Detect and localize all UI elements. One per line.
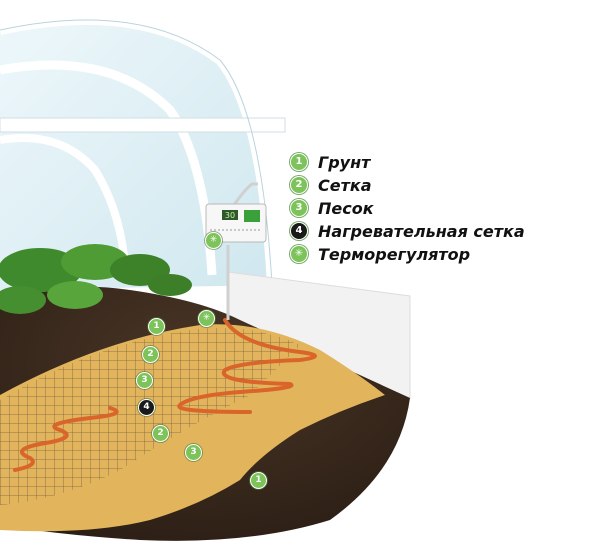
marker-mesh-upper: 2 bbox=[142, 346, 159, 363]
legend-label: Нагревательная сетка bbox=[318, 221, 525, 241]
marker-thermostat-box: ✳ bbox=[205, 232, 222, 249]
legend-marker-3: 3 bbox=[290, 199, 308, 217]
legend-label: Терморегулятор bbox=[318, 244, 471, 264]
legend-item-sand: 3 Песок bbox=[290, 198, 525, 218]
marker-soil-upper: 1 bbox=[148, 318, 165, 335]
legend-label: Песок bbox=[318, 198, 374, 218]
strawberry-plants bbox=[0, 244, 192, 314]
marker-sand-upper: 3 bbox=[136, 372, 153, 389]
thermostat-display: 30 bbox=[225, 211, 235, 220]
legend-item-thermostat: ✳ Терморегулятор bbox=[290, 244, 525, 264]
marker-sand-lower: 3 bbox=[185, 444, 202, 461]
legend-label: Грунт bbox=[318, 152, 371, 172]
legend-marker-2: 2 bbox=[290, 176, 308, 194]
marker-soil-lower: 1 bbox=[250, 472, 267, 489]
marker-heating-mesh: 4 bbox=[138, 399, 155, 416]
legend-marker-4: 4 bbox=[290, 222, 308, 240]
thermostat-device: 30 bbox=[205, 203, 267, 243]
heating-cable bbox=[13, 318, 317, 472]
legend-item-mesh: 2 Сетка bbox=[290, 175, 525, 195]
legend-marker-thermostat: ✳ bbox=[290, 245, 308, 263]
legend: 1 Грунт 2 Сетка 3 Песок 4 Нагревательная… bbox=[290, 152, 525, 264]
legend-item-soil: 1 Грунт bbox=[290, 152, 525, 172]
marker-mesh-lower: 2 bbox=[152, 425, 169, 442]
marker-thermostat-wire: ✳ bbox=[198, 310, 215, 327]
legend-label: Сетка bbox=[318, 175, 372, 195]
legend-item-heating-mesh: 4 Нагревательная сетка bbox=[290, 221, 525, 241]
greenhouse-dome bbox=[0, 15, 286, 290]
legend-marker-1: 1 bbox=[290, 153, 308, 171]
